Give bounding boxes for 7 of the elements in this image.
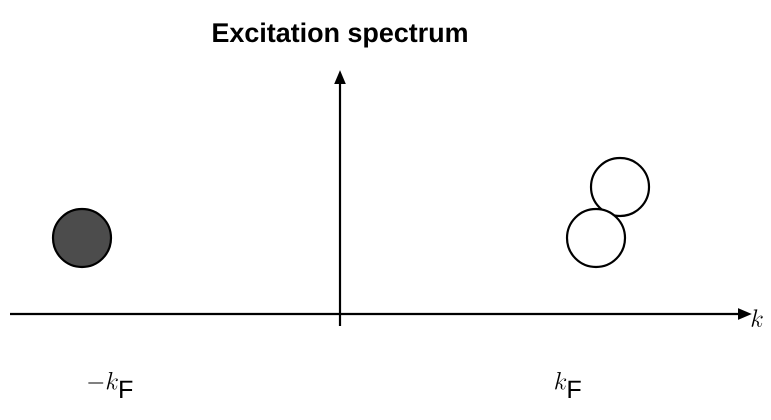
axis-label: $-k_{\mathrm{F}}$ [88,372,132,398]
title: Excitation spectrum [213,22,467,48]
axis-label: $k$ [752,309,763,327]
open-circle [590,156,650,218]
open-circle [566,208,626,268]
filled-circle [52,208,112,268]
axis-label: $k_{\mathrm{F}}$ [555,372,581,398]
